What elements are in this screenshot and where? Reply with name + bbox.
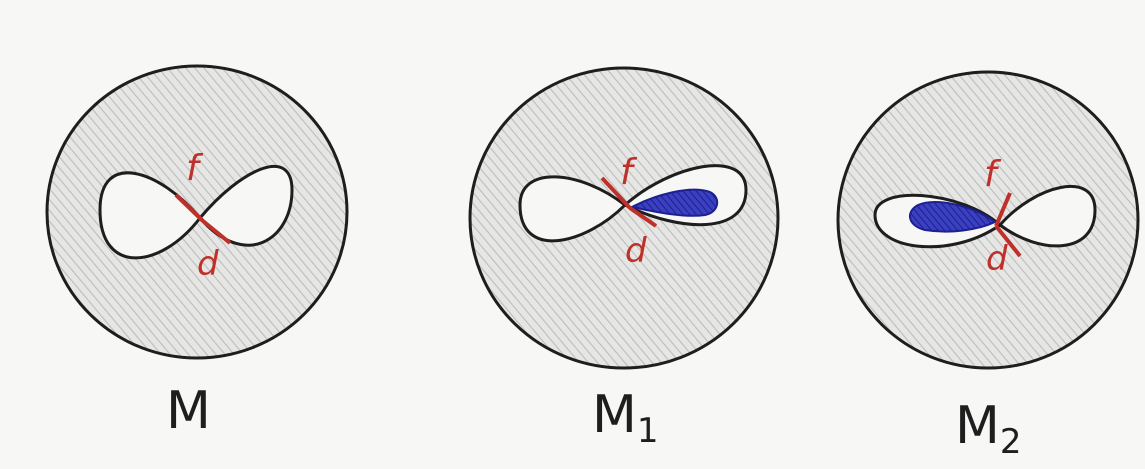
figure-m2: f d M2: [836, 70, 1140, 462]
mark-d-label: d: [625, 231, 647, 271]
mark-d-label: d: [986, 239, 1008, 279]
crossing-mark-f: [600, 176, 632, 210]
figure-label-m1: M1: [592, 385, 659, 451]
outer-disk: [468, 66, 780, 370]
figure-label-m2: M2: [955, 396, 1022, 462]
outer-disk: [45, 64, 349, 360]
figure-m: f d M: [45, 64, 349, 441]
crossing-mark-f: [994, 192, 1012, 227]
figure-label-m: M: [166, 381, 211, 441]
crossing-mark-d: [201, 219, 232, 245]
mark-d-label: d: [197, 244, 219, 284]
crossing-mark-d: [994, 224, 1022, 258]
highlighted-region-right: [629, 188, 719, 217]
figure-m1: f d M1: [468, 66, 780, 451]
crossing-mark-f: [174, 193, 205, 223]
crossing-mark-d: [628, 206, 658, 228]
highlighted-region-left: [909, 201, 997, 233]
